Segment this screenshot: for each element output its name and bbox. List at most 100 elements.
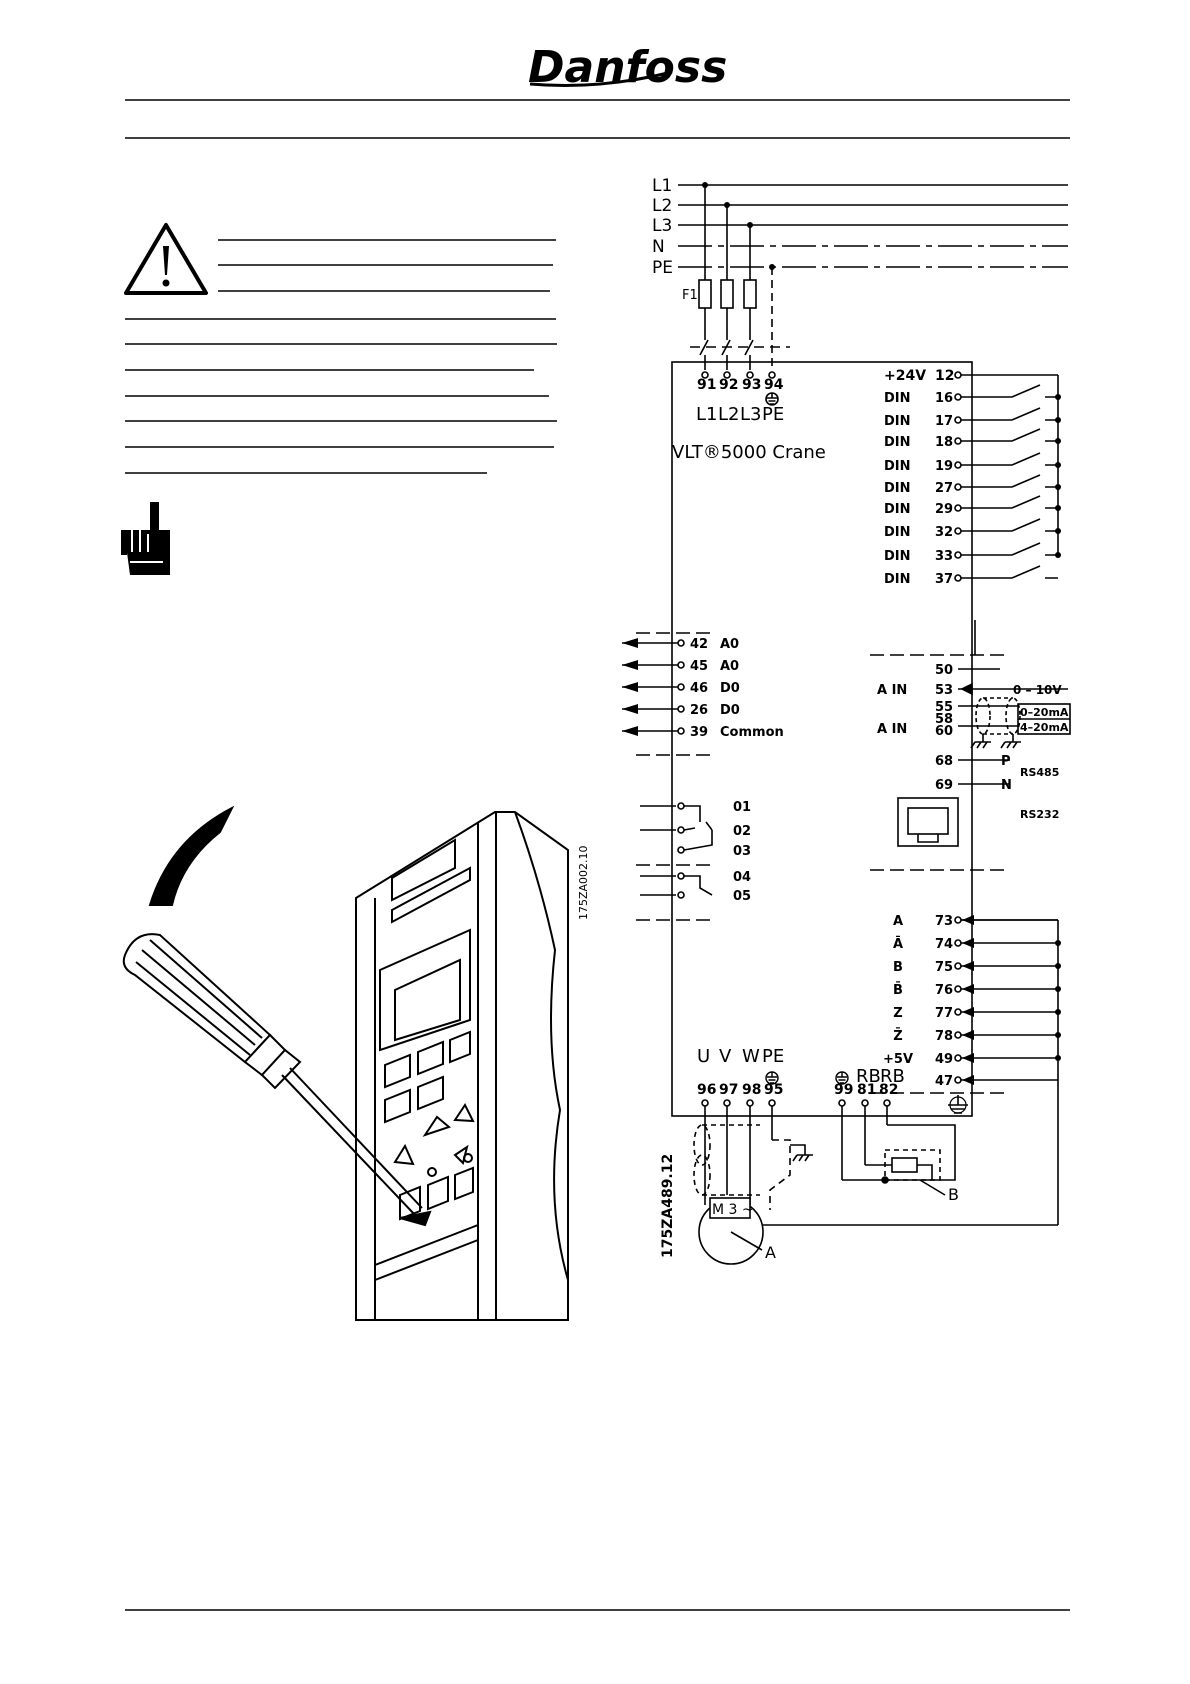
range-current-2: 4–20mA [1020,721,1069,734]
range-voltage: 0 – 10V [1013,683,1062,697]
mains-label-pe: PE [652,258,673,278]
svg-text:PE: PE [762,404,784,425]
arrow-left-icon [962,915,974,925]
brake-terminal-labels: RB RB 99 81 82 [834,1066,905,1098]
terminal-circle [954,416,962,424]
terminal-circle [954,504,962,512]
junction-dot [1055,528,1061,534]
power-terminal-labels: 91 92 93 94 L1 L2 L3 PE [696,377,784,425]
svg-text:81: 81 [857,1082,876,1098]
encoder-label: B̄ [893,982,903,998]
supply-terminal: 12 [935,368,954,384]
svg-text:99: 99 [834,1082,853,1098]
svg-text:92: 92 [719,377,738,393]
mains-labels: L1 L2 L3 N PE F1 [652,176,698,303]
motor-terminal-circles [701,1099,891,1107]
relay-terminal-01: 01 [733,800,751,815]
din-switch [961,495,1058,509]
svg-text:97: 97 [719,1082,738,1098]
encoder-terminal-76: 76 [935,983,953,998]
svg-text:94: 94 [764,377,784,393]
output-terminal-46: 46 [690,681,708,696]
terminal-68: 68 [935,754,953,769]
junction-dots [702,182,775,270]
output-terminal-42: 42 [690,637,708,652]
figure-code-2: 175ZA489.12 [660,1154,676,1258]
terminal-circle [954,574,962,582]
mains-label-l1: L1 [652,176,672,196]
arrow-left-icon [622,704,638,714]
svg-text:93: 93 [742,377,761,393]
din-switch [961,407,1058,421]
din-terminal-17: 17 [935,414,953,429]
din-label: DIN [884,414,911,429]
junction-dot [1055,552,1061,558]
din-switch [961,565,1058,579]
rs485-n-label: N [1001,778,1012,793]
rs485-label: RS485 [1020,766,1059,779]
arrow-left-icon [622,638,638,648]
danfoss-logo: Danfoss [528,42,727,93]
svg-text:91: 91 [697,377,716,393]
encoder-label: A [893,914,903,929]
terminal-69: 69 [935,778,953,793]
arrow-left-icon [962,984,974,994]
svg-text:V: V [719,1046,732,1067]
relay-terminal-05: 05 [733,889,751,904]
din-terminal-27: 27 [935,481,953,496]
svg-text:L2: L2 [718,404,739,425]
encoder-terminal-47: 47 [935,1074,953,1089]
junction-dot [1055,484,1061,490]
din-terminal-16: 16 [935,391,953,406]
din-label: DIN [884,459,911,474]
din-terminal-37: 37 [935,572,953,587]
motor-label: M 3 ~ [712,1202,754,1218]
arrow-left-icon [962,1075,974,1085]
encoder-terminal-74: 74 [935,937,953,952]
junction-dot [1055,462,1061,468]
terminal-circle [954,551,962,559]
junction-dot [1055,394,1061,400]
svg-text:U: U [697,1046,710,1067]
arrow-left-icon [622,660,638,670]
resistor-callout-b: B [948,1185,959,1204]
svg-text:98: 98 [742,1082,761,1098]
svg-text:82: 82 [879,1082,898,1098]
svg-text:L1: L1 [696,404,717,425]
output-terminal-26: 26 [690,703,708,718]
svg-text:96: 96 [697,1082,716,1098]
din-terminal-32: 32 [935,525,953,540]
rs232-connector [897,797,959,847]
junction-dot [1055,438,1061,444]
mains-label-l3: L3 [652,216,672,236]
encoder-label: B [893,960,903,975]
svg-text:RB: RB [880,1066,905,1087]
din-switch [961,474,1058,488]
terminal-60: 60 [935,724,953,739]
warning-icon [124,223,208,295]
arrow-left-icon [962,961,974,971]
figure-code-1: 175ZA002.10 [577,845,590,920]
arrow-left-icon [962,1007,974,1017]
encoder-label: Z̄ [893,1028,902,1044]
serial-labels: 68 69 P N RS485 RS232 [935,754,1059,821]
svg-text:95: 95 [764,1082,783,1098]
output-terminal-45: 45 [690,659,708,674]
din-switch [961,428,1058,442]
encoder-terminal-75: 75 [935,960,953,975]
din-terminal-29: 29 [935,502,953,517]
output-label: Common [720,725,784,740]
junction-dot [1055,505,1061,511]
encoder-label: +5V [883,1052,913,1067]
encoder-terminal-49: 49 [935,1052,953,1067]
svg-text:RB: RB [856,1066,881,1087]
svg-text:PE: PE [762,1046,784,1067]
svg-text:W: W [742,1046,760,1067]
din-label: DIN [884,435,911,450]
din-terminal-18: 18 [935,435,953,450]
text-lines [125,239,557,474]
encoder-terminal-77: 77 [935,1006,953,1021]
wiring-diagram [636,184,1071,1265]
